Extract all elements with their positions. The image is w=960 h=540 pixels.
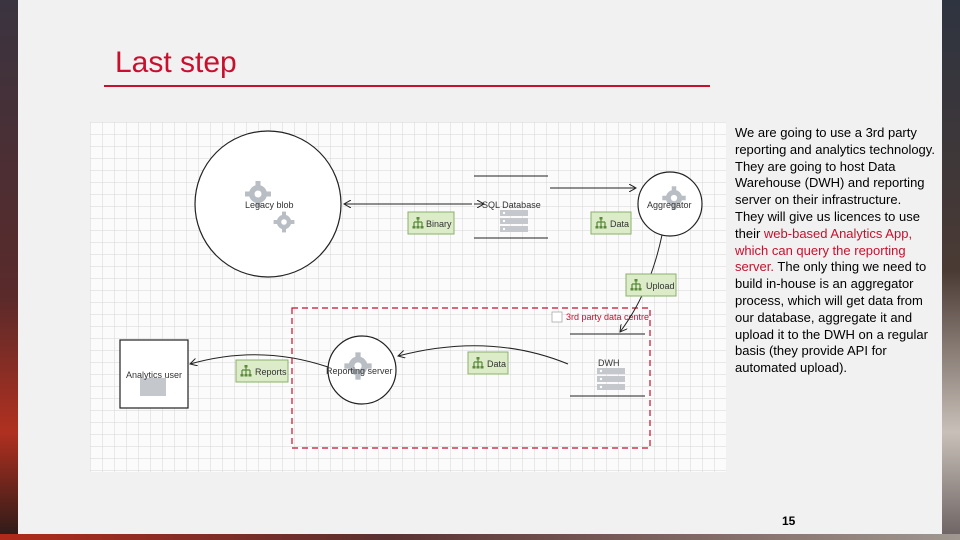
description-text: We are going to use a 3rd party reportin… <box>735 125 935 377</box>
slide-title: Last step <box>115 46 237 79</box>
background-bottom-edge <box>0 534 960 540</box>
background-left-edge <box>0 0 18 540</box>
flow-data-sql-label: Data <box>610 219 629 229</box>
legacy-blob-node <box>194 130 342 278</box>
analytics-user-node <box>119 339 189 409</box>
flow-tag-reports: Reports <box>235 359 289 383</box>
flow-tag-binary: Binary <box>407 211 455 235</box>
title-underline <box>104 85 710 87</box>
description-paragraph-1: We are going to use a 3rd party reportin… <box>735 125 935 208</box>
description-highlight: web-based Analytics App, which can query… <box>735 225 913 275</box>
user-icon <box>140 378 166 396</box>
data-flow-diagram: 3rd party data centre Legacy blob SQL Da… <box>90 122 726 472</box>
slide: Last step <box>18 0 942 534</box>
flow-tag-data-sql: Data <box>590 211 632 235</box>
flow-data-dwh-line <box>398 345 569 365</box>
boundary-label: 3rd party data centre <box>566 312 649 322</box>
legacy-blob-label: Legacy blob <box>245 200 294 210</box>
flow-tag-upload: Upload <box>625 273 677 297</box>
flow-reports-label: Reports <box>255 367 287 377</box>
flow-tag-data-dwh: Data <box>467 351 509 375</box>
reporting-server-label: Reporting server <box>326 366 393 376</box>
page-number: 15 <box>782 514 796 528</box>
flow-binary-label: Binary <box>426 219 452 229</box>
database-icon <box>500 210 528 232</box>
flow-data-dwh-label: Data <box>487 359 506 369</box>
flow-reports-line <box>190 354 329 368</box>
boundary-icon <box>551 311 563 323</box>
sql-database-label: SQL Database <box>482 200 541 210</box>
background-right-edge <box>942 0 960 540</box>
database-icon <box>597 368 625 390</box>
analytics-user-label: Analytics user <box>126 370 182 380</box>
diagram-grid <box>90 122 726 472</box>
dwh-label: DWH <box>598 358 620 368</box>
flow-upload-label: Upload <box>646 281 675 291</box>
description-paragraph-2-end: The only thing we need to build in-house… <box>735 259 928 376</box>
description-paragraph-2-start: They will give us licences to use their <box>735 208 920 241</box>
third-party-boundary <box>291 307 651 449</box>
diagram-canvas: 3rd party data centre Legacy blob SQL Da… <box>90 122 726 472</box>
aggregator-label: Aggregator <box>647 200 692 210</box>
